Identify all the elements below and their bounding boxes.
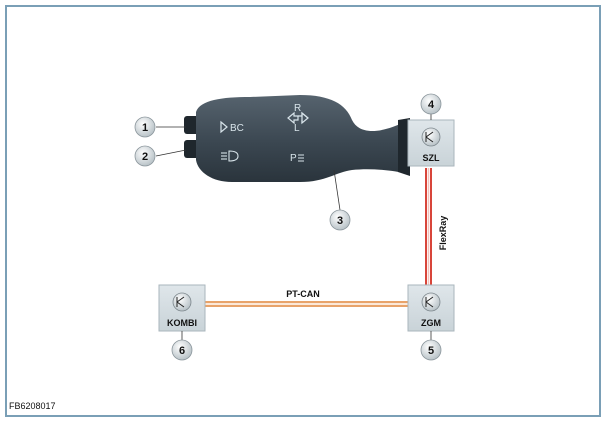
szl-label: SZL [423, 153, 441, 163]
r-label: R [294, 103, 301, 114]
callout-2: 2 [134, 145, 156, 167]
zgm-module: ZGM [407, 284, 455, 332]
zgm-label: ZGM [421, 318, 441, 328]
svg-text:5: 5 [428, 345, 434, 357]
bc-label: BC [230, 123, 244, 134]
pt-can-label: PT-CAN [286, 289, 320, 299]
l-label: L [294, 123, 300, 134]
transistor-icon [421, 292, 441, 312]
svg-text:3: 3 [337, 215, 343, 227]
pt-can-bus-line [205, 301, 408, 307]
callout-6: 6 [171, 339, 193, 361]
kombi-label: KOMBI [167, 318, 197, 328]
flexray-label: FlexRay [438, 216, 448, 251]
flexray-bus-line [425, 168, 432, 292]
svg-text:1: 1 [142, 122, 148, 134]
diagram-border [5, 5, 601, 417]
figure-id: FB6208017 [9, 401, 56, 411]
callout-5: 5 [420, 339, 442, 361]
park-lines-icon [298, 154, 304, 162]
szl-module: SZL [407, 119, 455, 167]
headlight-icon [221, 150, 239, 162]
transistor-icon [172, 292, 192, 312]
callout-leaders [155, 114, 432, 340]
transistor-icon [421, 127, 441, 147]
play-arrow-icon [220, 120, 228, 134]
svg-text:6: 6 [179, 345, 185, 357]
callout-3: 3 [329, 209, 351, 231]
svg-text:4: 4 [428, 99, 435, 111]
callout-1: 1 [134, 116, 156, 138]
kombi-module: KOMBI [158, 284, 206, 332]
steering-column-stalk: BC R L P [184, 95, 410, 182]
svg-text:2: 2 [142, 151, 148, 163]
direction-arrows-icon [287, 111, 309, 125]
callout-4: 4 [420, 93, 442, 115]
p-label: P [290, 153, 297, 164]
